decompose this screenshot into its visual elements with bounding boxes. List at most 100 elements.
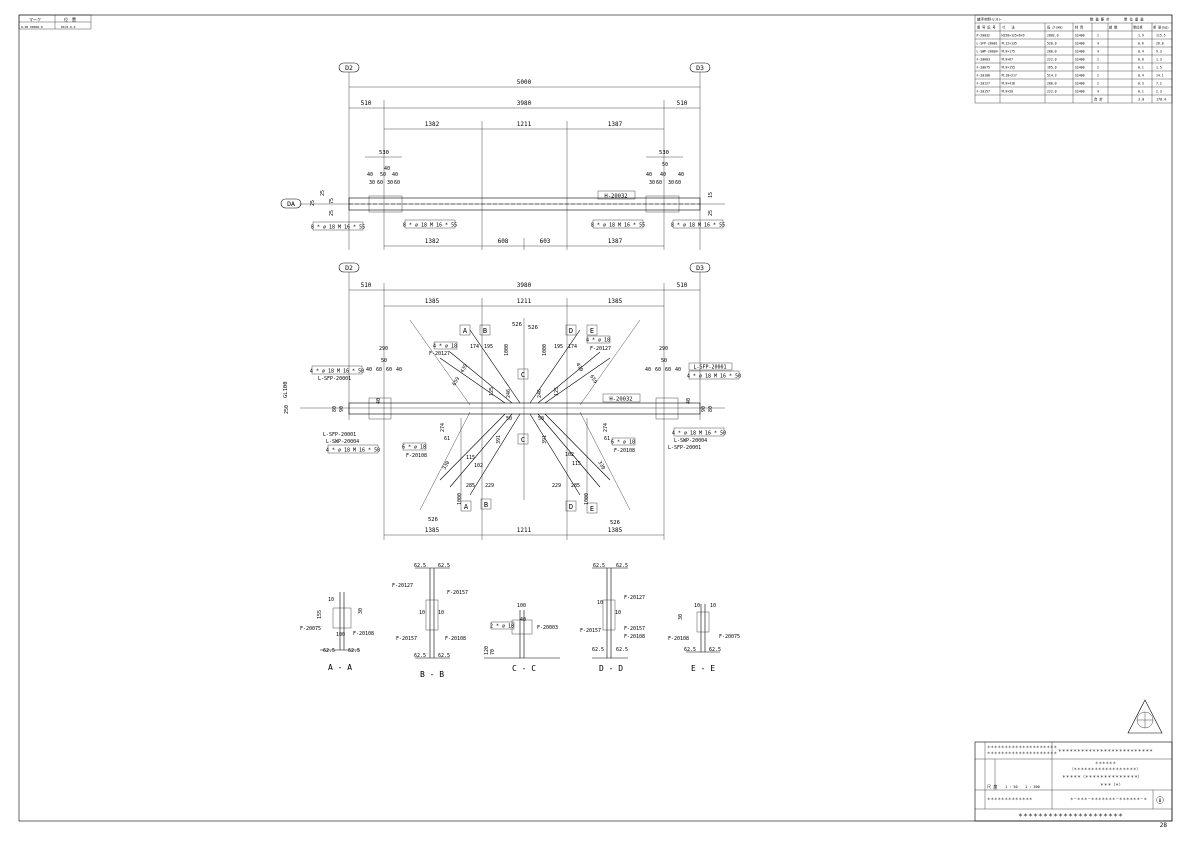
d-dim-625-l: 62.5 [593, 563, 605, 569]
dim2-40-l2: 40 [396, 367, 402, 373]
dim-side-l1: 25 [320, 190, 326, 196]
section-mark-d-top: D [569, 327, 573, 335]
dim2-80-r: 80 [708, 406, 714, 412]
dim2-40-v-l: 40 [376, 398, 382, 404]
tb-project: ＊＊＊＊＊＊＊＊＊＊＊＊＊＊＊＊＊＊＊＊＊＊＊＊＊ [1058, 748, 1153, 753]
dim2-1385-right: 1385 [608, 298, 623, 305]
dim2-250: 250 [284, 405, 290, 414]
section-mark-e-bottom: E [590, 505, 594, 513]
dim2-229-l: 229 [485, 483, 494, 489]
materials-cell: F-20075 [977, 66, 991, 70]
b-f20157-a: F-20157 [447, 590, 468, 596]
section-mark-c-bottom: C [521, 436, 525, 444]
dim2-61-l: 61 [444, 436, 450, 442]
dim-bottom-1387: 1387 [608, 238, 623, 245]
tb-sub2: ＊＊＊＊＊＊ [1095, 761, 1116, 765]
a-f20075: F-20075 [300, 626, 321, 632]
a-f20108: F-20108 [353, 631, 374, 637]
dim2-195-l: 195 [484, 344, 493, 350]
materials-cell: 0.1 [1138, 66, 1144, 70]
a-dim-155: 155 [317, 610, 323, 619]
c-dim-40: 40 [520, 617, 526, 623]
b-f20157-b: F-20157 [396, 636, 417, 642]
section-mark-c-top: C [521, 371, 525, 379]
dim-left-d: 40 [392, 172, 398, 178]
dim-side-r1: 15 [708, 192, 714, 198]
tb-footer: ＊＊＊＊＊＊＊＊＊＊＊＊＊＊＊＊＊＊＊＊＊ [1018, 813, 1123, 819]
materials-cell: F-20108 [977, 74, 991, 78]
materials-cell: 165.0 [1047, 66, 1057, 70]
tb-drawing-2: ＊＊＊（＊） [1100, 782, 1123, 787]
c-dim-120: 120 [484, 646, 490, 655]
materials-table: 継手材料リスト数 量 集 計単 位 重 量番 号 記 号寸 法長 さ(mm)材 … [974, 14, 1173, 104]
materials-cell: 0.3 [1138, 82, 1144, 86]
dim-1387: 1387 [608, 121, 623, 128]
c-holes: 2 * ∅ 18 [490, 624, 514, 630]
materials-cell: 0.1 [1138, 90, 1144, 94]
sfp-label-right-2: L-SFP-20001 [668, 445, 701, 451]
bolt-label-3: 8 * ∅ 18 M 16 * 55 [591, 223, 645, 229]
dim2-40-r: 40 [645, 367, 651, 373]
dim2-115-r: 115 [572, 461, 581, 467]
dim2-510-left: 510 [361, 282, 372, 289]
hole-label-4-left: 4 * ∅ 18 [433, 344, 457, 350]
dim2-40-v-r: 40 [686, 398, 692, 404]
a-dim-625-l: 62.5 [323, 648, 335, 654]
d-f20157-a: F-20157 [580, 628, 601, 634]
materials-cell: SS400 [1075, 34, 1085, 38]
tb-drawing: ＊＊＊＊＊（＊＊＊＊＊＊＊＊＊＊＊＊＊＊） [1062, 774, 1142, 779]
dim2-60-r2: 60 [665, 367, 671, 373]
dim2-1385-left: 1385 [425, 298, 440, 305]
b-dim-625-r: 62.5 [438, 563, 450, 569]
sfp-label-left: L-SFP-20001 [318, 376, 351, 382]
materials-cell: PL9×418 [1002, 82, 1016, 86]
e-dim-10-r: 10 [710, 603, 716, 609]
a-dim-10: 10 [328, 597, 334, 603]
materials-total-label: 合 計 [1094, 97, 1103, 102]
header-cell-1: 0-00 00000-0 [21, 25, 43, 29]
materials-cell: 0.4 [1138, 74, 1144, 78]
materials-cell: 2 [1097, 66, 1099, 70]
grid-label-da: DA [287, 200, 295, 208]
dim2-174-l: 174 [470, 344, 479, 350]
grid-label-d2-lower: D2 [345, 264, 353, 272]
materials-cell: SS400 [1075, 90, 1085, 94]
a-dim-30: 30 [358, 608, 364, 614]
north-stamp [1127, 699, 1163, 734]
section-b-b: 62.5 62.5 F-20127 F-20157 10 10 F-20157 … [392, 563, 468, 679]
materials-cell: 280.0 [1047, 50, 1057, 54]
tb-sub1: （＊＊＊＊＊＊＊＊＊＊＊＊＊＊＊＊＊＊） [1070, 766, 1140, 771]
member-tag-h20032: H-20032 [604, 194, 627, 200]
dim2-102-l: 102 [474, 463, 483, 469]
materials-header-6: 重 量(kg) [1153, 25, 1169, 30]
plan-view-upper: D2 D3 5000 510 3980 510 1382 1211 1387 5… [280, 62, 725, 250]
e-f20108: F-20108 [668, 636, 689, 642]
materials-cell: PL9×175 [1002, 50, 1016, 54]
dim2-1000-d: 1000 [584, 493, 590, 505]
dim2-510-right: 510 [677, 282, 688, 289]
dim-left-g: 30 [387, 180, 393, 186]
dim2-60-l2: 60 [386, 367, 392, 373]
dim-side-l4: 25 [329, 210, 335, 216]
dim-right-g: 30 [668, 180, 674, 186]
dim-left-h: 60 [394, 180, 400, 186]
materials-header-2: 長 さ(mm) [1047, 25, 1063, 30]
dim2-bottom-1385-l: 1385 [425, 527, 440, 534]
rev-label: 位 置 [64, 16, 76, 22]
section-mark-b-bottom: B [484, 501, 488, 509]
dim2-bottom-1211: 1211 [517, 527, 532, 534]
dim2-274-l: 274 [440, 423, 446, 432]
dim2-439-l: 439 [460, 363, 470, 374]
materials-cell: L-SWP-20004 [977, 50, 998, 54]
section-title-e: E - E [691, 664, 715, 673]
grid-label-d2: D2 [345, 64, 353, 72]
plan-view-lower: D2 D3 510 3980 510 1385 1211 1385 H-2003… [283, 262, 741, 540]
section-title-a: A - A [328, 663, 352, 672]
dim2-659-l: 659 [452, 376, 462, 387]
beam2-h20032 [348, 402, 701, 415]
materials-cell: 280.0 [1047, 82, 1057, 86]
dim2-61-r: 61 [604, 436, 610, 442]
bolt2-label-right: 4 * ∅ 18 M 16 * 50 [687, 374, 741, 380]
tb-scale-2: 1 : 300 [1025, 785, 1040, 789]
